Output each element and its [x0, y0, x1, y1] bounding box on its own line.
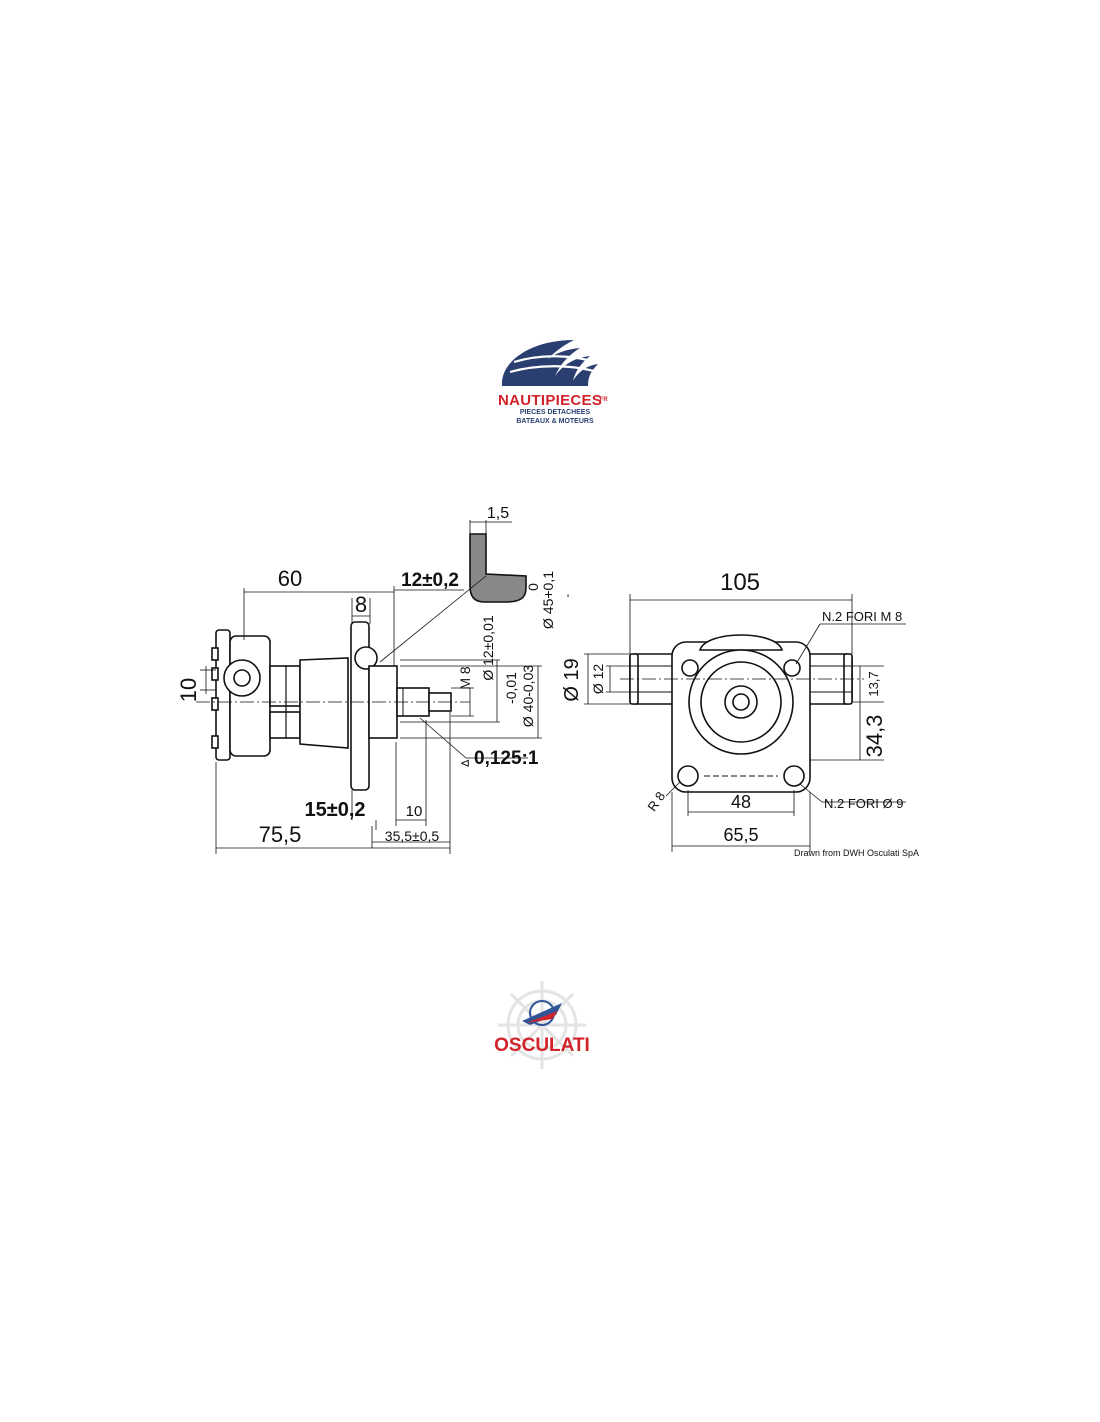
- brand-suffix: .FR: [598, 397, 608, 403]
- taper-symbol: ⊲: [460, 756, 470, 770]
- brand-tagline-1: PIECES DETACHEES: [520, 409, 591, 416]
- dim-12-shaft: Ø 12±0,01: [480, 615, 496, 680]
- dim-m8: M 8: [457, 666, 473, 690]
- dim-75-5: 75,5: [259, 822, 302, 847]
- dim-45: Ø 45+0,1: [540, 571, 556, 629]
- holes-m8-note: N.2 FORI M 8: [822, 609, 902, 624]
- dim-40: Ø 40-0,03: [520, 665, 536, 727]
- osculati-wheel-emblem: OSCULATI: [494, 981, 590, 1069]
- holes-9-note: N.2 FORI Ø 9: [824, 796, 903, 811]
- taper-ratio: 0,125:1: [474, 748, 539, 769]
- side-view: 60 8 12±0,2 1,5 10 M 8 Ø 12±0,01 -0,01 Ø…: [176, 505, 569, 854]
- brand-tagline-2: BATEAUX & MOTEURS: [516, 418, 594, 425]
- osculati-name: OSCULATI: [494, 1035, 590, 1056]
- dim-105: 105: [720, 569, 760, 596]
- dim-12-port: Ø 12: [590, 664, 606, 695]
- front-view: 105 N.2 FORI M 8 Ø 19 Ø 12 13,7 34,3 R 8…: [561, 569, 919, 858]
- dim-35-5-tolerance: 35,5±0,5: [385, 828, 440, 844]
- radius-r8: R 8: [644, 789, 668, 814]
- dim-48: 48: [731, 792, 751, 812]
- dim-1-5: 1,5: [487, 505, 509, 522]
- dim-10-left: 10: [176, 678, 201, 702]
- nautipieces-logo: NAUTIPIECES .FR PIECES DETACHEES BATEAUX…: [490, 328, 620, 428]
- dim-34-3: 34,3: [862, 715, 887, 758]
- dim-8: 8: [355, 592, 367, 617]
- dim-65-5: 65,5: [723, 825, 758, 845]
- dim-15-tolerance: 15±0,2: [304, 799, 365, 821]
- dim-45-tolerance-upper: 0: [525, 583, 541, 591]
- brand-name: NAUTIPIECES: [498, 392, 602, 409]
- nautipieces-boat-emblem: NAUTIPIECES .FR PIECES DETACHEES BATEAUX…: [498, 340, 608, 425]
- pump-dimension-drawing: 60 8 12±0,2 1,5 10 M 8 Ø 12±0,01 -0,01 Ø…: [176, 505, 919, 858]
- dim-13-7: 13,7: [866, 671, 881, 696]
- drawing-credit: Drawn from DWH Osculati SpA: [794, 848, 919, 858]
- dim-60: 60: [278, 566, 302, 591]
- dim-12-tolerance: 12±0,2: [401, 570, 459, 591]
- dim-19: Ø 19: [561, 658, 583, 701]
- dim-40-tolerance-upper: -0,01: [503, 672, 519, 704]
- svg-text:': ': [567, 592, 569, 606]
- technical-drawing: 60 8 12±0,2 1,5 10 M 8 Ø 12±0,01 -0,01 Ø…: [0, 490, 1100, 870]
- osculati-logo: OSCULATI: [466, 975, 618, 1087]
- dim-10-bottom: 10: [406, 803, 423, 820]
